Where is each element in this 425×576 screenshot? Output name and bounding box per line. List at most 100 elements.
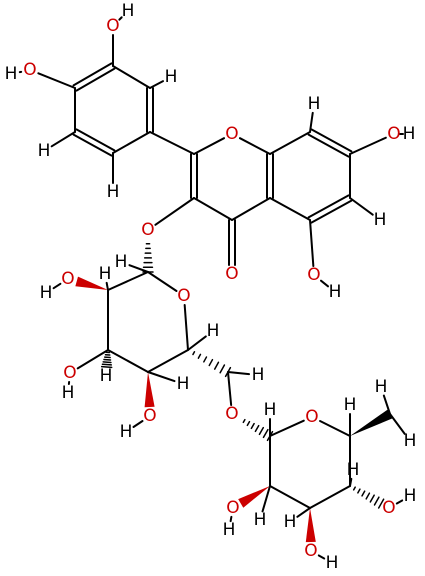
atom-label-h_glc3o: H [62,383,75,403]
bond-a8-h_a_top [309,111,314,133]
atom-label-o_keto: O [225,264,238,284]
bond-b3-b4 [112,131,151,154]
bond-g3-h_glc3-hash-6 [101,363,113,366]
atom-label-o_glc_ring: O [177,286,190,306]
bond-r4-o_rha4-hash-1 [352,486,356,491]
bond-g3-h_glc3-hash-4 [103,358,112,361]
atom-label-h_5: H [329,282,342,302]
atom-label-o_3: O [141,220,154,240]
bond-b6-b1-a [75,67,116,92]
bond-g5-g6-hash-2 [197,353,202,359]
bond-o_glc2-h_glc2o [52,282,62,290]
bond-r2-o_rha2-wedge [238,486,270,508]
atom-label-h_rha3: H [284,512,297,532]
bond-g5-g6-hash-5 [213,361,220,370]
atom-label-o_glc3: O [63,363,76,383]
atom-label-h_ul: H [5,64,18,84]
atom-label-o_7: O [387,124,400,144]
bond-a6-a5-b [310,199,353,224]
bond-g2-o_glc2-wedge [75,276,108,290]
atom-label-h_glc2: H [99,264,112,284]
atom-label-o_rha4: O [382,498,395,518]
bond-c2-o_pyran [193,137,226,155]
bond-o_glc_ring-g5 [183,303,189,351]
bond-g2-h_glc2 [105,281,109,291]
bond-r5-r6-wedge [350,409,393,436]
atom-label-h_glc3: H [100,366,113,386]
atom-label-h_rha_anom: H [264,400,277,420]
bond-o_link-r1-hash-3 [250,422,255,430]
bond-g5-g6-hash-4 [208,358,214,367]
bond-r4-o_rha4-hash-3 [361,490,366,497]
atom-label-h_glc6: H [252,365,265,385]
bond-a5-o_5 [309,219,315,268]
bond-a8-a7-a [307,133,350,158]
atom-label-h_me2: H [404,431,417,451]
atom-label-h_ring1_r: H [165,67,178,87]
bond-c4a-c4 [231,197,271,221]
bond-r4-o_rha4-hash-2 [357,488,361,494]
bond-b2-h_ring1_r [149,80,165,89]
bond-g4-o_glc4-wedge [144,372,155,408]
bond-g3-o_glc3 [76,349,109,370]
bond-g5-g6-hash-1 [192,351,196,356]
atom-label-h_glc5: H [207,321,220,341]
bond-o_rha_ring-r5 [319,420,351,437]
bond-o_top-h_top [118,16,123,21]
bond-b3-c2 [149,131,195,155]
bond-a6-h_a_right [349,197,374,216]
bond-g2-g1 [107,271,149,291]
bond-r4-r3 [309,485,351,509]
bond-a6-a5-a [307,194,350,219]
bond-g1-o_glc_ring [147,271,178,293]
atom-label-o_rha3: O [304,541,317,561]
bond-a8-a7-b [310,128,353,153]
bond-r3-r2 [269,485,311,509]
atom-label-o_glc4: O [143,406,156,426]
atom-label-h_glc4o: H [120,422,133,442]
bond-o_pyran-c8a [238,137,271,155]
bond-r6-h_me2 [389,413,406,435]
atom-label-h_rha4o: H [404,486,417,506]
bond-r3-o_rha3-wedge [305,508,316,543]
bond-b5-h_ring1_l [50,131,76,148]
bond-r4-o_rha4-hash-5 [369,494,375,503]
bond-b4-b5-b [72,133,113,157]
atom-label-h_glc4: H [177,374,190,394]
bond-g6-o_link [227,371,233,407]
bond-b1-b2 [112,65,151,89]
bond-r4-o_rha4-hash-7 [377,498,385,509]
bond-c3-o_3 [154,197,195,226]
bond-o_link-r1-hash-1 [242,418,246,424]
bond-o_link-r1-hash-2 [246,420,251,427]
bond-c4-c3 [193,197,233,221]
bond-r2-h_rha2 [261,485,271,513]
bond-r4-o_rha4-hash-4 [365,492,371,500]
bond-o_link-r1-hash-6 [262,428,269,439]
atom-label-h_rha4: H [347,460,360,480]
atom-label-h_glc2o: H [40,283,53,303]
bond-g5-g6-hash-3 [203,356,208,363]
bond-g4-g3 [107,349,149,373]
bond-r3-h_rha3 [296,507,311,518]
atom-label-h_rha3o: H [326,553,339,573]
atom-label-h_a_top: H [308,94,321,114]
bond-r4-h_rha4 [349,477,353,487]
bond-o_rha3-h_rha3o [317,554,326,560]
atom-label-o_5: O [307,265,320,285]
bond-o_rha2-h_rha2o [229,515,233,523]
atom-label-h_rha2: H [254,510,267,530]
bond-b6-b1-b [72,62,113,87]
atom-label-h_ring1_b: H [107,182,120,202]
atom-label-h_ring1_l: H [38,141,51,161]
atom-label-o_link: O [225,404,238,424]
atom-label-o_rha_ring: O [305,407,318,427]
atom-label-o_pyran: O [225,124,238,144]
bond-o_5-h_5 [319,279,330,288]
bond-r1-o_rha_ring [269,419,305,437]
bond-a5-c4a [269,197,311,221]
bond-b6-o_ul [37,72,76,89]
